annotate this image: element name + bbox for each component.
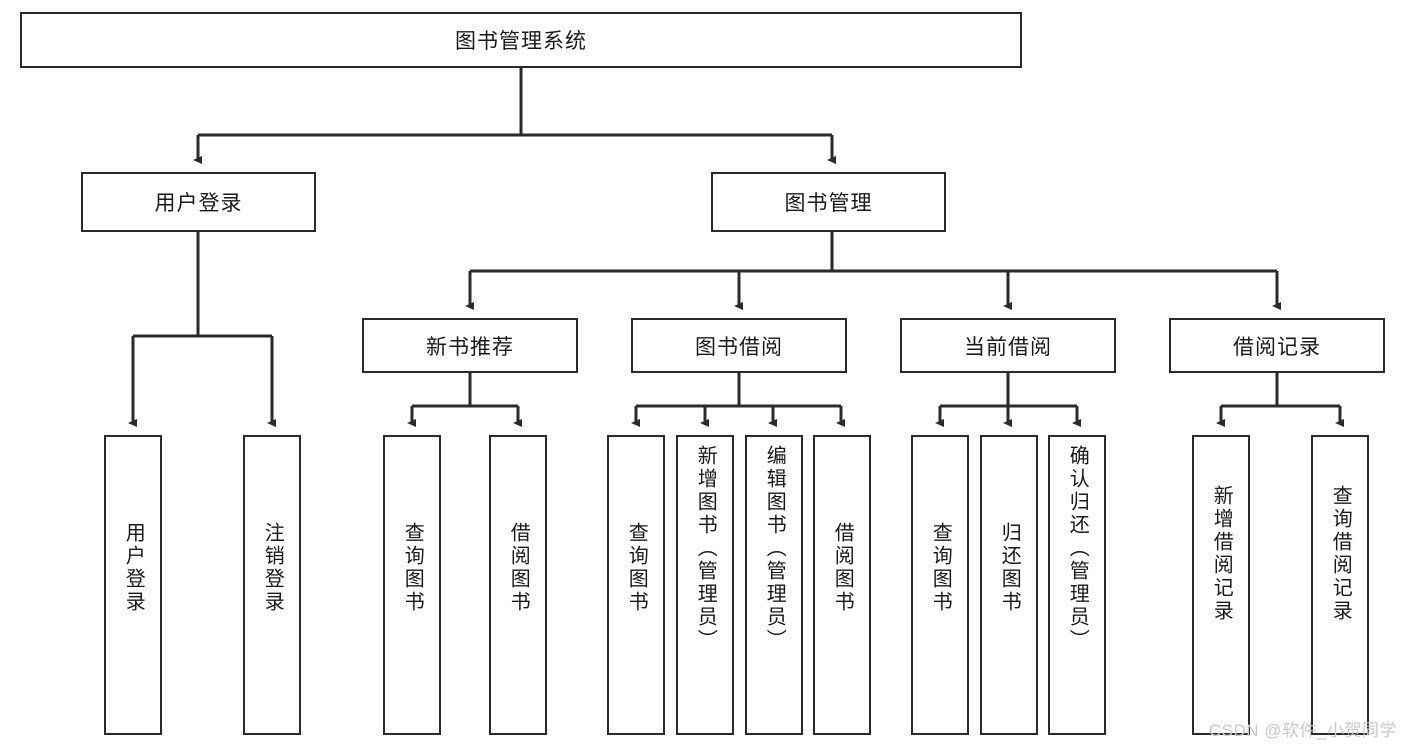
leaf-label: 用户登录 [122, 522, 145, 614]
node-label: 图书管理系统 [455, 30, 587, 53]
leaf-label: 编辑图书（管理员） [763, 445, 786, 652]
node-new-book-recommend[interactable]: 新书推荐 [362, 318, 578, 373]
node-borrow-record[interactable]: 借阅记录 [1169, 318, 1385, 373]
leaf-label: 查询图书 [929, 522, 952, 614]
node-book-management[interactable]: 图书管理 [711, 172, 946, 232]
node-root-book-management-system[interactable]: 图书管理系统 [20, 12, 1022, 68]
leaf-query-book-current[interactable]: 查询图书 [911, 435, 969, 735]
leaf-label: 注销登录 [261, 522, 284, 614]
leaf-borrow-book[interactable]: 借阅图书 [813, 435, 871, 735]
leaf-query-borrow-record[interactable]: 查询借阅记录 [1311, 435, 1369, 735]
leaf-logout-login[interactable]: 注销登录 [243, 435, 301, 735]
leaf-return-book[interactable]: 归还图书 [980, 435, 1038, 735]
node-label: 新书推荐 [426, 335, 514, 359]
node-label: 借阅记录 [1233, 335, 1321, 359]
leaf-label: 新增借阅记录 [1210, 485, 1233, 623]
node-user-login[interactable]: 用户登录 [81, 172, 316, 232]
leaf-add-borrow-record[interactable]: 新增借阅记录 [1192, 435, 1250, 735]
leaf-label: 查询图书 [625, 522, 648, 614]
leaf-label: 借阅图书 [831, 522, 854, 614]
leaf-confirm-return-admin[interactable]: 确认归还（管理员） [1048, 435, 1106, 735]
node-label: 用户登录 [154, 192, 243, 215]
leaf-edit-book-admin[interactable]: 编辑图书（管理员） [745, 435, 803, 735]
node-current-borrow[interactable]: 当前借阅 [900, 318, 1116, 373]
leaf-user-login[interactable]: 用户登录 [104, 435, 162, 735]
leaf-label: 查询借阅记录 [1329, 485, 1352, 623]
leaf-add-book-admin[interactable]: 新增图书（管理员） [676, 435, 734, 735]
csdn-watermark: CSDN @软件_小贺同学 [1208, 721, 1397, 740]
leaf-label: 归还图书 [998, 522, 1021, 614]
leaf-borrow-book-recommend[interactable]: 借阅图书 [489, 435, 547, 735]
leaf-label: 确认归还（管理员） [1066, 445, 1089, 652]
node-label: 当前借阅 [964, 335, 1052, 359]
node-label: 图书借阅 [695, 335, 783, 359]
leaf-query-book-recommend[interactable]: 查询图书 [383, 435, 441, 735]
leaf-label: 查询图书 [401, 522, 424, 614]
leaf-label: 借阅图书 [507, 522, 530, 614]
leaf-label: 新增图书（管理员） [694, 445, 717, 652]
node-label: 图书管理 [784, 192, 873, 215]
node-book-borrow[interactable]: 图书借阅 [631, 318, 847, 373]
leaf-query-book-borrow[interactable]: 查询图书 [607, 435, 665, 735]
